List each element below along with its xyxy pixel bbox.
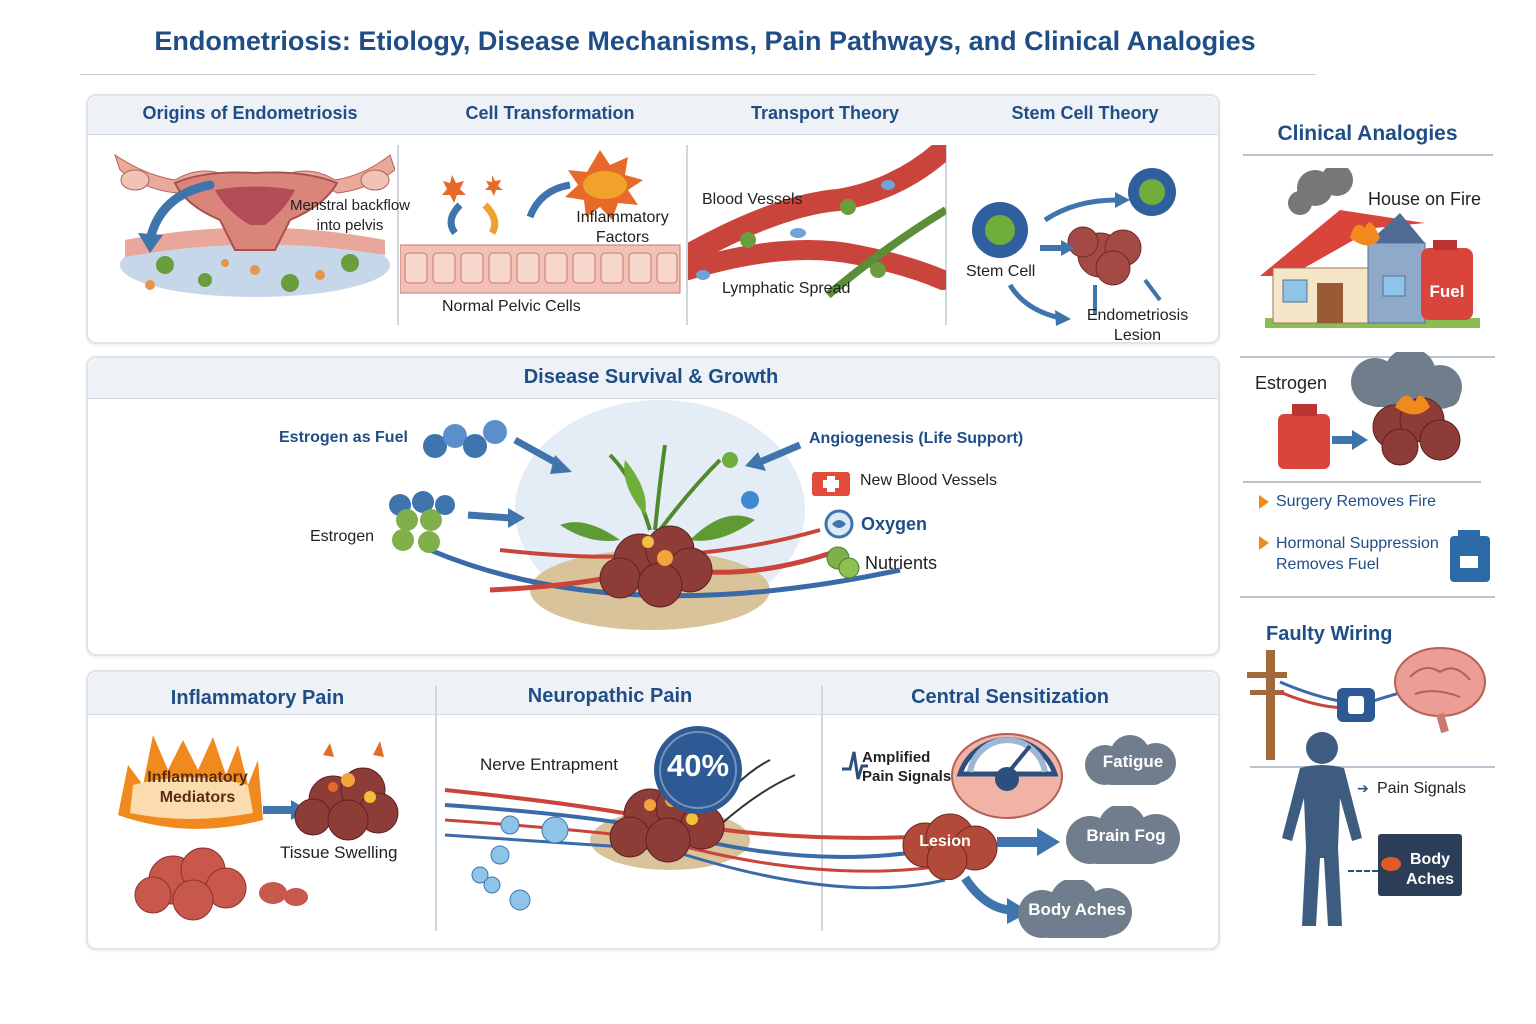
inflammatory-mediators-label: Inflammatory Mediators — [147, 769, 248, 806]
divider — [435, 686, 437, 931]
pain-signals-label: Pain Signals — [1377, 780, 1466, 797]
fatigue-label: Fatigue — [1102, 752, 1164, 771]
nerve-entrapment-label: Nerve Entrapment — [480, 755, 618, 774]
estrogen-molecules — [389, 491, 455, 553]
percent-badge — [654, 726, 742, 814]
cloud-icon — [1066, 806, 1180, 864]
power-pole-icon — [1247, 647, 1486, 760]
gauge-icon — [951, 733, 1063, 819]
divider — [686, 145, 688, 325]
lesion-icon — [902, 813, 998, 880]
fuel-can-icon — [1278, 352, 1462, 469]
page-title: Endometriosis: Etiology, Disease Mechani… — [154, 26, 1256, 56]
stem-cell-icon — [972, 168, 1176, 326]
cloud-icon — [1085, 735, 1176, 785]
lesion-label: Endometriosis Lesion — [1086, 307, 1189, 344]
nutrient-icon — [826, 546, 860, 579]
fuel-can-label: Fuel — [1429, 282, 1465, 301]
inflammatory-pain-header: Inflammatory Pain — [170, 687, 345, 709]
arrow-icon — [997, 828, 1060, 856]
oxygen-label: Oxygen — [861, 514, 928, 534]
pulse-icon — [842, 751, 868, 780]
nutrients-label: Nutrients — [865, 553, 938, 573]
survival-header: Disease Survival & Growth — [523, 366, 779, 388]
faulty-wiring-label: Faulty Wiring — [1266, 623, 1393, 645]
brain-fog-label: Brain Fog — [1086, 826, 1166, 845]
oxygen-icon — [824, 509, 854, 539]
new-vessels-label: New Blood Vessels — [860, 472, 997, 489]
inflammatory-factors-label: Inflammatory Factors — [576, 209, 669, 246]
central-sensitization-header: Central Sensitization — [911, 686, 1109, 708]
human-figure-icon — [1282, 732, 1362, 926]
house-on-fire-label: House on Fire — [1368, 189, 1482, 209]
hormonal-suppression: Hormonal Suppression Removes Fuel — [1276, 535, 1439, 573]
origins-header: Origins of Endometriosis — [142, 103, 358, 123]
cell-icon — [400, 150, 681, 294]
surgery-bullet-icon — [1259, 495, 1269, 509]
amplified-signals-label: Amplified Pain Signals — [862, 749, 952, 785]
divider — [397, 145, 399, 325]
tissue-swelling-label: Tissue Swelling — [280, 843, 398, 862]
angiogenesis-label: Angiogenesis (Life Support) — [809, 430, 1024, 447]
blood-vessels-label: Blood Vessels — [702, 191, 803, 208]
body-aches-label: Body Aches — [1028, 900, 1126, 919]
divider — [945, 145, 947, 325]
divider — [821, 686, 823, 931]
analogy-estrogen-label: Estrogen — [1255, 373, 1328, 393]
plant-icon — [429, 400, 901, 630]
house-icon — [1260, 168, 1480, 328]
analogies-divider — [1250, 766, 1495, 768]
title-divider — [80, 74, 1316, 75]
pelvic-cells-label: Normal Pelvic Cells — [442, 298, 581, 315]
etiology-header-band — [88, 96, 1218, 135]
transformation-header: Cell Transformation — [465, 103, 635, 123]
backflow-label: Menstral backflow into pelvis — [289, 197, 411, 234]
arrow-icon: ➔ — [1357, 780, 1369, 796]
analogies-divider — [1243, 154, 1493, 156]
body-aches-analogy-label: Body Aches — [1405, 851, 1455, 888]
analogies-divider — [1243, 481, 1481, 483]
percent-badge-value: 40% — [666, 748, 730, 783]
first-aid-icon — [812, 472, 850, 496]
pain-header-band — [88, 672, 1218, 715]
survival-header-band — [88, 358, 1218, 399]
medication-box-icon — [1450, 530, 1490, 582]
cloud-icon — [1018, 880, 1132, 938]
pain-signal-box-icon — [1378, 834, 1462, 896]
dashed-arrow — [1348, 870, 1378, 872]
analogies-divider — [1240, 596, 1495, 598]
vessel-icon — [688, 145, 946, 299]
estrogen-fuel-label: Estrogen as Fuel — [279, 429, 408, 446]
analogies-divider — [1240, 356, 1495, 358]
analogies-header: Clinical Analogies — [1277, 122, 1458, 145]
hormonal-bullet-icon — [1259, 536, 1269, 550]
estrogen-label: Estrogen — [310, 528, 375, 545]
lesion-badge-label: Lesion — [919, 833, 971, 850]
uterus-icon — [114, 153, 395, 297]
estrogen-fuel-molecules — [423, 420, 507, 458]
neuropathic-pain-header: Neuropathic Pain — [527, 685, 693, 707]
stem-header: Stem Cell Theory — [1011, 103, 1159, 123]
surgery-removes-fire: Surgery Removes Fire — [1276, 493, 1437, 510]
fire-icon — [118, 735, 399, 921]
transport-header: Transport Theory — [750, 103, 900, 123]
stem-cell-label: Stem Cell — [966, 263, 1036, 280]
lymphatic-label: Lymphatic Spread — [722, 280, 851, 297]
